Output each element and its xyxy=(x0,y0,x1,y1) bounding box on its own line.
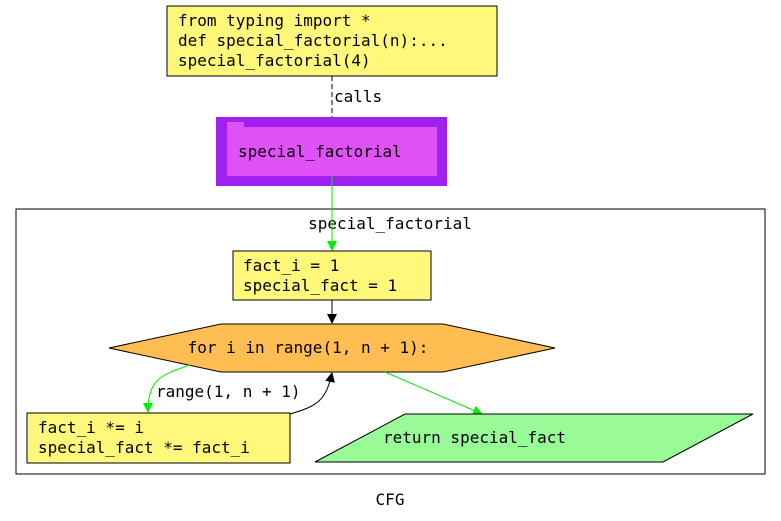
return-node-label: return special_fact xyxy=(383,428,566,447)
body-line-2: special_fact *= fact_i xyxy=(38,438,250,457)
init-line-1: fact_i = 1 xyxy=(243,256,339,275)
return-node: return special_fact xyxy=(314,413,754,463)
entry-line-3: special_factorial(4) xyxy=(178,51,371,70)
function-cluster: special_factorial xyxy=(15,208,766,475)
body-block: fact_i *= i special_fact *= fact_i xyxy=(26,412,291,464)
parallelogram-icon xyxy=(314,413,754,463)
entry-line-2: def special_factorial(n):... xyxy=(178,31,448,50)
cluster-title: special_factorial xyxy=(308,214,472,233)
calls-edge-label: calls xyxy=(334,87,382,106)
function-node[interactable]: special_factorial xyxy=(216,117,447,186)
function-node-label: special_factorial xyxy=(238,142,402,161)
edge-loop-to-body xyxy=(143,364,191,413)
entry-line-1: from typing import * xyxy=(178,11,371,30)
init-line-2: special_fact = 1 xyxy=(243,276,397,295)
diagram-caption: CFG xyxy=(376,490,405,509)
edge-body-to-loop xyxy=(289,372,335,415)
init-block: fact_i = 1 special_fact = 1 xyxy=(232,250,432,301)
hexagon-icon xyxy=(108,323,556,373)
loop-node: for i in range(1, n + 1): xyxy=(108,323,556,373)
loop-node-label: for i in range(1, n + 1): xyxy=(188,338,429,357)
edge-loop-to-return xyxy=(384,371,483,416)
entry-code-block: from typing import * def special_factori… xyxy=(166,5,498,77)
body-line-1: fact_i *= i xyxy=(38,418,144,437)
loop-edge-label: range(1, n + 1) xyxy=(156,382,301,401)
